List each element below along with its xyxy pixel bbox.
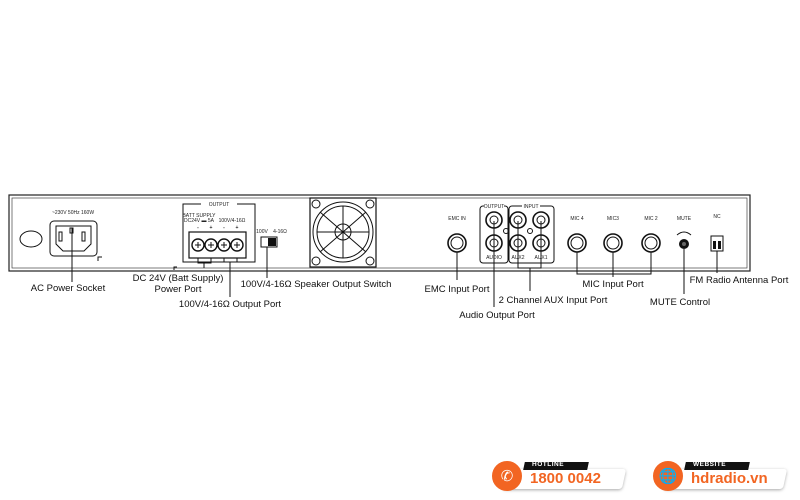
switch-label-ohm: 4-16Ω: [273, 229, 287, 235]
cooling-fan: [309, 197, 377, 268]
mute-knob[interactable]: [679, 239, 689, 249]
callout-audio-output-port: Audio Output Port: [459, 310, 535, 321]
callout-speaker-output-switch: 100V/4-16Ω Speaker Output Switch: [241, 279, 392, 290]
svg-text:+: +: [236, 225, 239, 231]
callout-dc-power-line1: DC 24V (Batt Supply): [133, 273, 224, 284]
ac-power-socket: [49, 220, 98, 257]
website-badge[interactable]: 🌐 WEBSITE hdradio.vn: [653, 461, 793, 491]
callout-lines: [71, 221, 718, 307]
chassis-outline: [8, 194, 751, 272]
speaker-output-switch[interactable]: [260, 236, 278, 248]
callout-mic-input-port: MIC Input Port: [582, 279, 644, 290]
output-terminal-box: OUTPUT BATT SUPPLY DC24V ▬ 5A 100V/4-16Ω…: [182, 201, 256, 263]
phone-icon: ✆: [492, 461, 522, 491]
ac-spec-label: ~230V 50Hz 160W: [52, 210, 94, 216]
hotline-number: 1800 0042: [530, 470, 601, 487]
callout-aux-input-port: 2 Channel AUX Input Port: [499, 295, 608, 306]
hotline-badge[interactable]: ✆ HOTLINE 1800 0042: [492, 461, 632, 491]
svg-text:BATT SUPPLY: BATT SUPPLY: [182, 213, 216, 219]
website-label: WEBSITE: [693, 461, 727, 468]
mic4-label: MIC 4: [570, 216, 584, 222]
hotline-label: HOTLINE: [532, 461, 565, 468]
mic2-label: MIC 2: [644, 216, 658, 222]
mic3-label: MIC3: [607, 216, 619, 222]
callout-ac-power-socket: AC Power Socket: [31, 283, 106, 294]
website-url: hdradio.vn: [691, 470, 768, 487]
svg-text:DC24V ▬ 5A: DC24V ▬ 5A: [184, 218, 215, 224]
emc-in-label: EMC IN: [448, 216, 466, 222]
svg-text:+: +: [210, 225, 213, 231]
power-switch-hole: [19, 230, 43, 248]
callout-speaker-output-port: 100V/4-16Ω Output Port: [179, 299, 282, 310]
svg-text:OUTPUT: OUTPUT: [209, 202, 230, 208]
callout-dc-power-line2: Power Port: [155, 284, 202, 295]
globe-icon: 🌐: [653, 461, 683, 491]
audio-input-title: INPUT: [524, 204, 539, 210]
audio-output-title: OUTPUT: [484, 204, 505, 210]
emc-input-jack[interactable]: [447, 233, 467, 253]
callout-mute-control: MUTE Control: [650, 297, 710, 308]
switch-label-100v: 100V: [256, 229, 268, 235]
callout-emc-input-port: EMC Input Port: [425, 284, 490, 295]
svg-text:-: -: [223, 225, 225, 231]
callout-fm-antenna-port: FM Radio Antenna Port: [690, 275, 789, 286]
svg-text:-: -: [197, 225, 199, 231]
nc-label: NC: [713, 214, 721, 220]
mute-label: MUTE: [677, 216, 692, 222]
svg-text:100V/4-16Ω: 100V/4-16Ω: [219, 218, 246, 224]
fm-antenna-connector[interactable]: [710, 235, 724, 252]
